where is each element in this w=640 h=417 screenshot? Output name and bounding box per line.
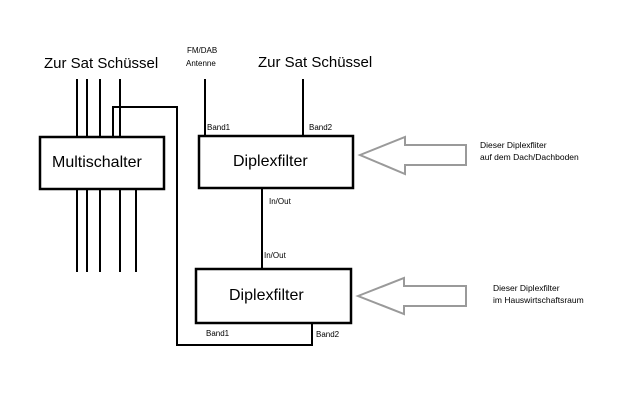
inout-top-label: In/Out [269,197,291,206]
band1-bottom-label: Band1 [206,329,230,338]
inout-bottom-label: In/Out [264,251,286,260]
fm-dab-label-line1: FM/DAB [187,46,218,55]
band2-bottom-cable [216,323,313,346]
diplexfilter-bottom-label: Diplexfilter [229,287,304,304]
band2-bottom-label: Band2 [316,330,340,339]
diplexfilter-top-label: Diplexfilter [233,153,308,170]
diplexfilter-top-box [197,134,355,190]
arrow-top [357,135,467,176]
fm-dab-label-line2: Antenne [186,59,216,68]
sat-right-label: Zur Sat Schüssel [258,54,373,71]
multischalter-box [38,135,166,191]
band2-top-label: Band2 [309,123,333,132]
band1-top-label: Band1 [207,123,231,132]
sat-left-label: Zur Sat Schüssel [44,55,159,72]
note-bottom-line2: im Hauswirtschaftsraum [493,295,584,305]
note-bottom-line1: Dieser Diplexfilter [493,283,560,293]
multischalter-to-band1-cable [112,106,216,346]
diplexfilter-bottom-box [194,267,353,325]
multischalter-label: Multischalter [52,154,142,171]
note-top-line1: Dieser Diplexfliter [480,140,547,150]
note-top-line2: auf dem Dach/Dachboden [480,152,579,162]
arrow-bottom [355,276,467,316]
